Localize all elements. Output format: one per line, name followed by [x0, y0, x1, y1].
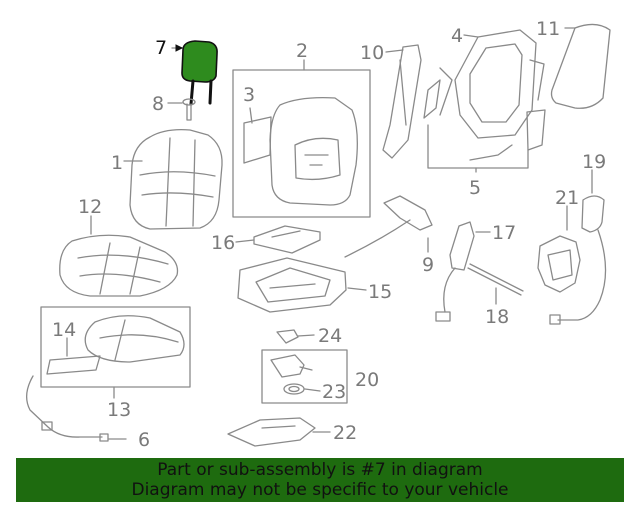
callout-9: 9: [422, 254, 434, 276]
callout-16: 16: [211, 232, 235, 254]
callout-1: 1: [111, 152, 123, 174]
bracket-group-part-5[interactable]: [423, 79, 546, 169]
bracket-kit-part-20[interactable]: [261, 349, 348, 404]
callout-4: 4: [451, 25, 463, 47]
callout-20: 20: [355, 369, 379, 391]
callout-22: 22: [333, 422, 357, 444]
callout-6: 6: [138, 429, 150, 451]
recliner-part-21[interactable]: [537, 235, 581, 293]
cable-part-19[interactable]: [549, 195, 607, 325]
headrest-guide-part-8[interactable]: [182, 98, 196, 121]
pad-part-16[interactable]: [253, 225, 321, 254]
notice-banner: Part or sub-assembly is #7 in diagram Di…: [16, 458, 624, 502]
cushion-kit-part-13[interactable]: [40, 306, 191, 388]
pad-part-14[interactable]: [46, 355, 101, 375]
callout-11: 11: [536, 18, 560, 40]
callout-7: 7: [155, 37, 167, 59]
callout-19: 19: [582, 151, 606, 173]
seat-back-part-1[interactable]: [129, 129, 223, 230]
side-shield-part-10[interactable]: [382, 44, 422, 159]
callout-5: 5: [469, 177, 481, 199]
callout-15: 15: [368, 281, 392, 303]
callout-2: 2: [296, 40, 308, 62]
notice-line-2: Diagram may not be specific to your vehi…: [131, 480, 509, 500]
grommet-part-23[interactable]: [283, 383, 305, 395]
callout-12: 12: [78, 196, 102, 218]
pad-part-3[interactable]: [243, 116, 272, 164]
callout-23: 23: [322, 381, 346, 403]
callout-3: 3: [243, 84, 255, 106]
callout-24: 24: [318, 325, 342, 347]
seat-pan-part-15[interactable]: [237, 257, 347, 313]
callout-13: 13: [107, 399, 131, 421]
clip-part-24[interactable]: [276, 329, 299, 344]
seat-parts-diagram: 7 8 1 2 3 10 4 11 5 12 16 15 9 17 18 19 …: [26, 18, 611, 451]
cable-bracket-part-9[interactable]: [344, 195, 433, 258]
switch-module-part-17[interactable]: [435, 221, 475, 322]
callout-10: 10: [360, 42, 384, 64]
seat-cushion-part-12[interactable]: [59, 234, 179, 297]
headrest-part-7[interactable]: [181, 40, 218, 106]
notice-line-1: Part or sub-assembly is #7 in diagram: [157, 460, 483, 480]
callout-14: 14: [52, 319, 76, 341]
callout-8: 8: [152, 93, 164, 115]
frame-assembly-part-4[interactable]: [439, 29, 545, 139]
base-plate-part-22[interactable]: [227, 417, 316, 447]
callout-18: 18: [485, 306, 509, 328]
harness-part-6[interactable]: [26, 375, 109, 442]
rod-part-18[interactable]: [467, 263, 524, 296]
back-panel-part-11[interactable]: [550, 23, 611, 109]
callout-21: 21: [555, 187, 579, 209]
callout-7-arrow-icon: [175, 44, 184, 52]
callout-labels: 7 8 1 2 3 10 4 11 5 12 16 15 9 17 18 19 …: [52, 18, 606, 451]
callout-17: 17: [492, 222, 516, 244]
